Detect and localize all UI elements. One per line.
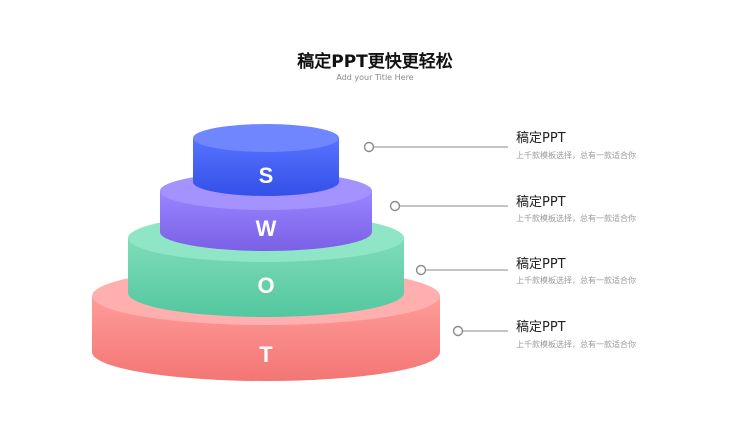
connector-3	[415, 264, 508, 276]
layer-s-side	[193, 138, 339, 196]
layer-o-letter: O	[257, 273, 274, 298]
layer-s-top	[193, 124, 339, 152]
item-1-desc: 上千款模板选择，总有一款适合你	[516, 151, 636, 160]
circle-marker-icon	[363, 141, 375, 153]
circle-marker-icon	[415, 264, 427, 276]
layer-w-letter: W	[256, 216, 277, 241]
item-3-desc: 上千款模板选择，总有一款适合你	[516, 276, 636, 285]
page-subtitle: Add your Title Here	[336, 73, 414, 82]
item-1-title: 稿定PPT	[516, 131, 566, 146]
circle-marker-icon	[452, 325, 464, 337]
page-title: 稿定PPT更快更轻松	[297, 52, 453, 72]
item-2-title: 稿定PPT	[516, 195, 566, 210]
layer-s: S	[193, 124, 339, 196]
item-3-title: 稿定PPT	[516, 257, 566, 272]
item-4-desc: 上千款模板选择，总有一款适合你	[516, 340, 636, 349]
layer-s-letter: S	[259, 163, 274, 188]
connector-4	[452, 325, 508, 337]
layer-t-letter: T	[259, 342, 273, 367]
item-2-desc: 上千款模板选择，总有一款适合你	[516, 214, 636, 223]
circle-marker-icon	[389, 200, 401, 212]
connector-2	[389, 200, 508, 212]
connector-1	[363, 141, 508, 153]
item-4-title: 稿定PPT	[516, 320, 566, 335]
